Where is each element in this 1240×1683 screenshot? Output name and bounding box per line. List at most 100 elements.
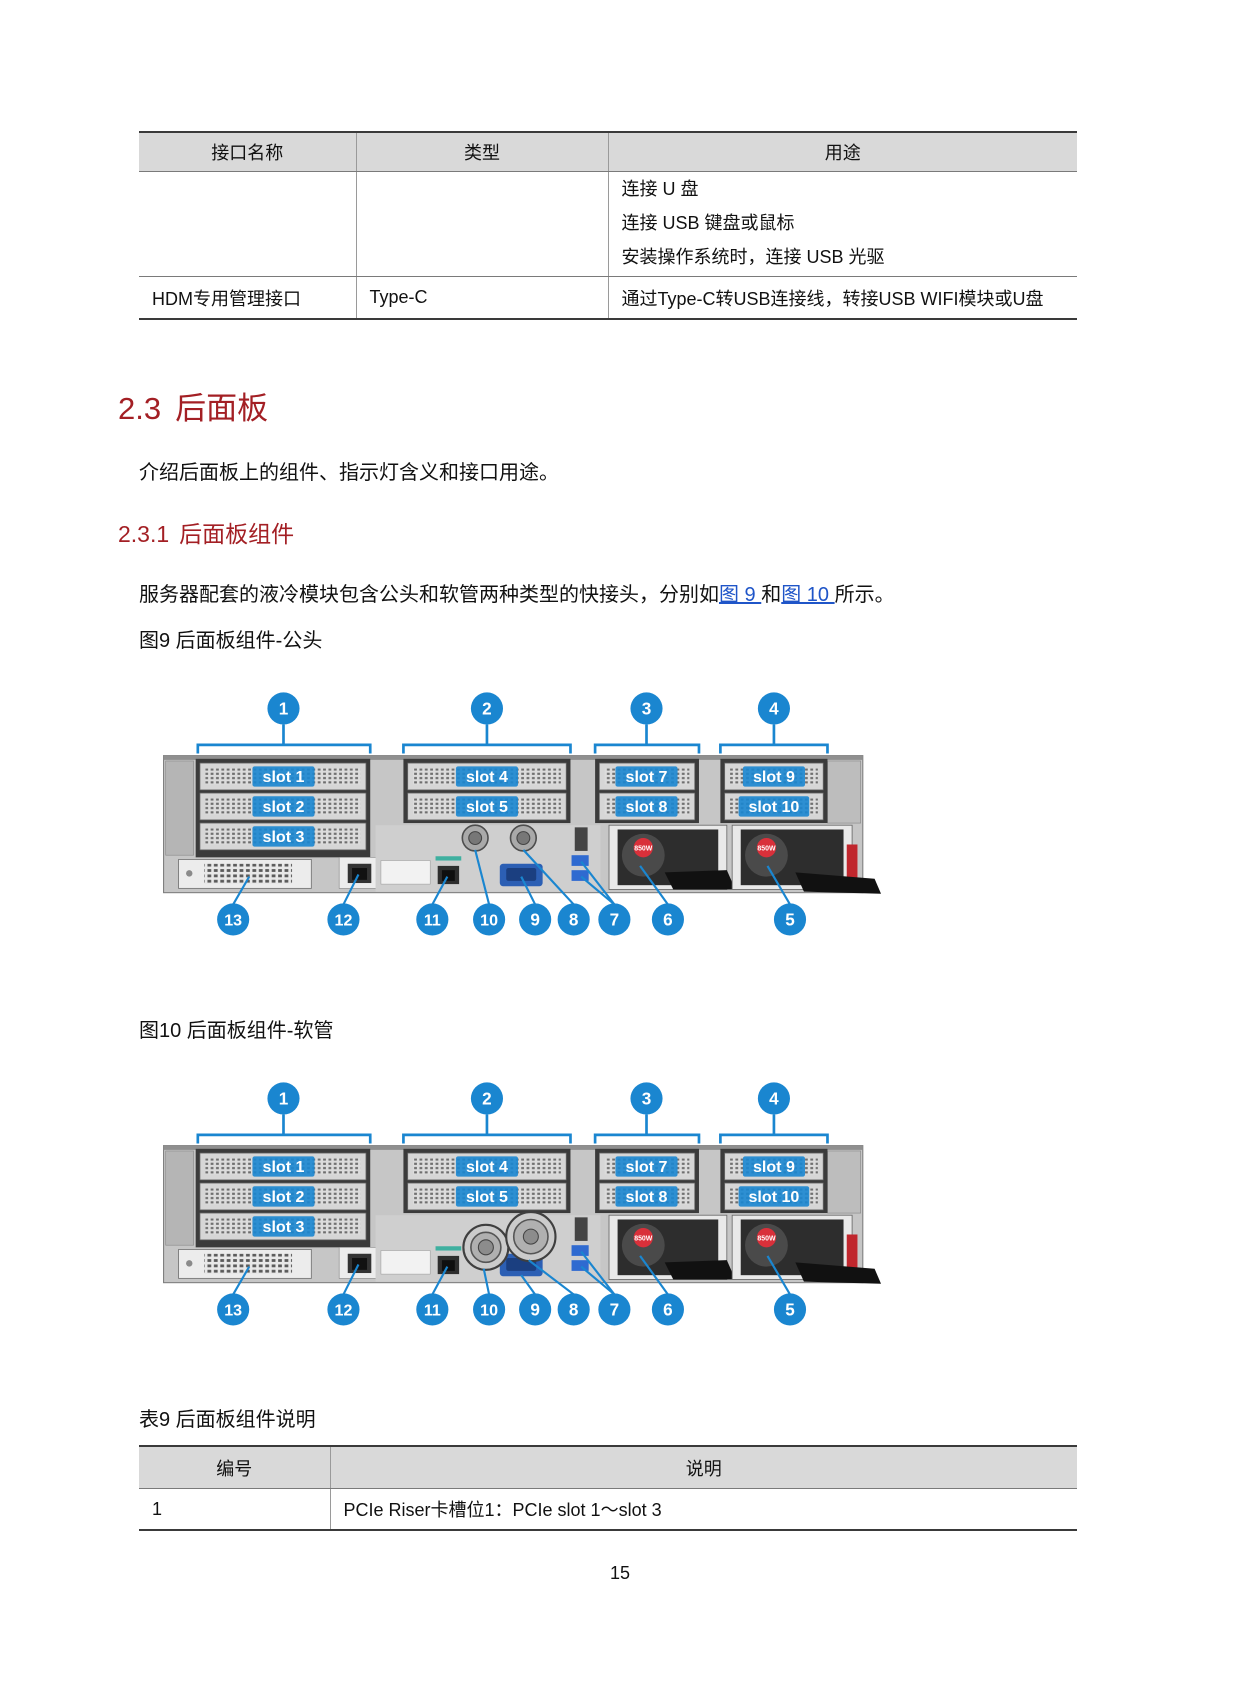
- table-header-row: 编号 说明: [139, 1445, 1077, 1489]
- lower-left-io: [178, 857, 379, 889]
- table-9-caption: 表9 后面板组件说明: [139, 1409, 316, 1431]
- ocp-card-vents: [204, 1253, 293, 1275]
- slot-label-box: [615, 1186, 678, 1207]
- ethernet-port-12-socket: [352, 868, 368, 880]
- callout-leader-line: [580, 1265, 616, 1296]
- callout-number: 12: [335, 911, 353, 929]
- header-type: 类型: [355, 131, 608, 172]
- callout-number: 1: [279, 698, 289, 718]
- callout-leader-line: [639, 1255, 669, 1296]
- right-side-panel: [827, 1150, 861, 1214]
- power-supply-2: 850W: [608, 1214, 736, 1280]
- ethernet-port-12-socket: [352, 1258, 368, 1270]
- ocp-screw: [186, 1260, 193, 1267]
- lower-left-io: [178, 1247, 379, 1279]
- callout-leader-line: [520, 876, 537, 905]
- callout-leader-line: [766, 865, 791, 905]
- slot-label-box: [742, 766, 805, 787]
- callout-leader-line: [522, 849, 575, 906]
- subsection-title: 后面板组件: [179, 521, 295, 547]
- callout-leader-line: [474, 849, 491, 905]
- slot-label-box: [252, 1156, 315, 1177]
- port-tab: [435, 856, 462, 861]
- cell-description: PCIe Riser卡槽位1：PCIe slot 1～slot 3: [329, 1488, 1077, 1531]
- header-number: 编号: [139, 1445, 330, 1489]
- table-row: HDM专用管理接口 Type-C 通过Type-C转USB连接线，转接USB W…: [139, 276, 1077, 320]
- hose-connector-core: [522, 1228, 539, 1245]
- psu-rating-label: 850W: [757, 1235, 776, 1242]
- slot-label-box: [455, 796, 519, 817]
- callout-leader-line: [580, 875, 616, 906]
- info-label-area: [380, 1250, 431, 1275]
- slot-label: slot 1: [263, 1158, 305, 1176]
- chassis-top-edge: [163, 755, 863, 760]
- slot-label: slot 4: [466, 1158, 508, 1176]
- callout-number: 9: [530, 1299, 540, 1319]
- hose-connector-core: [477, 1239, 494, 1256]
- usb-port: [571, 1260, 589, 1271]
- slot-label-box: [455, 1186, 519, 1207]
- callout-bubble: [519, 903, 552, 936]
- left-side-panel: [165, 1150, 194, 1246]
- callout-bubble: [598, 1293, 631, 1326]
- callout-number: 13: [224, 1301, 242, 1319]
- callout-bubble: [327, 903, 360, 936]
- slot-label-box: [615, 1156, 678, 1177]
- liquid-cooling-connectors: [461, 824, 538, 852]
- slot-label-box: [252, 1216, 315, 1237]
- slot-label-box: [742, 1156, 805, 1177]
- interface-table: 接口名称 类型 用途 连接 U 盘 连接 USB 键盘或鼠标 安装操作系统时，连…: [139, 131, 1077, 320]
- table-header-row: 接口名称 类型 用途: [139, 131, 1077, 172]
- psu-rating-badge: [633, 838, 653, 858]
- callout-leader-line: [520, 1274, 537, 1296]
- callout-bubble: [217, 903, 250, 936]
- figure-9-link[interactable]: 图 9: [719, 584, 762, 606]
- usb-port: [571, 870, 589, 881]
- cell-type: [355, 171, 608, 277]
- slot-label-box: [252, 796, 315, 817]
- callout-bracket: [719, 1133, 829, 1144]
- subsection-paragraph: 服务器配套的液冷模块包含公头和软管两种类型的快接头，分别如图 9 和图 10 所…: [139, 581, 895, 609]
- callout-number: 12: [335, 1301, 353, 1319]
- paragraph-text: 服务器配套的液冷模块包含公头和软管两种类型的快接头，分别如: [139, 584, 719, 606]
- callout-bracket: [196, 743, 372, 754]
- ethernet-port-11-socket: [441, 1260, 455, 1271]
- figure-9-caption: 图9 后面板组件-公头: [139, 630, 323, 652]
- callout-bubble: [267, 1082, 300, 1115]
- ethernet-port-11-socket: [441, 870, 455, 881]
- callout-number: 8: [569, 1299, 579, 1319]
- cell-interface-name: HDM专用管理接口: [139, 276, 356, 320]
- callout-leader-line: [431, 876, 449, 905]
- vga-port-socket: [506, 868, 537, 881]
- callout-bubble: [557, 1293, 590, 1326]
- paragraph-text: 所示。: [834, 584, 895, 606]
- callout-bubble: [470, 1082, 504, 1115]
- port-tab: [435, 1246, 462, 1251]
- info-label-area: [380, 860, 431, 885]
- usage-line: 安装操作系统时，连接 USB 光驱: [621, 247, 885, 267]
- callout-number: 3: [642, 1088, 652, 1108]
- callout-bracket: [593, 743, 701, 754]
- callout-leader-line: [766, 1255, 791, 1295]
- figure-10-link[interactable]: 图 10: [781, 584, 835, 606]
- callout-leader-line: [232, 876, 251, 905]
- callout-leader-line: [580, 860, 616, 906]
- cell-number: 1: [139, 1488, 330, 1531]
- slot-label-box: [615, 766, 678, 787]
- chassis-top-edge: [163, 1145, 863, 1150]
- callout-number: 6: [663, 909, 673, 929]
- slot-label: slot 2: [263, 798, 305, 816]
- callout-bubble: [217, 1293, 250, 1326]
- callout-bubble: [651, 903, 684, 936]
- callout-number: 6: [663, 1299, 673, 1319]
- slot-label: slot 2: [263, 1188, 305, 1206]
- table-row: 1 PCIe Riser卡槽位1：PCIe slot 1～slot 3: [139, 1488, 1077, 1531]
